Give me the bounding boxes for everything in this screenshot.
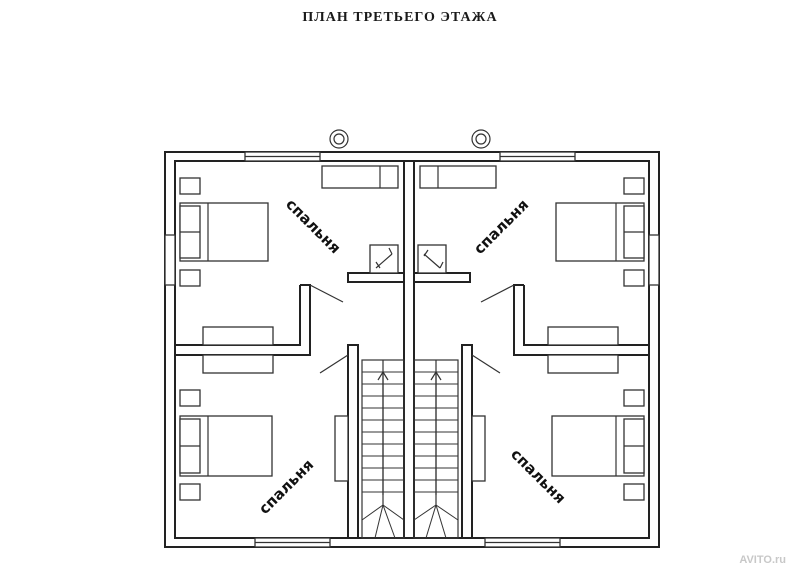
room-label-top-right: спальня: [470, 196, 532, 258]
furniture-bedroom-top-left: [179, 165, 399, 346]
door-swings: [309, 284, 515, 374]
stairs-left: [361, 359, 405, 539]
windows: [164, 151, 660, 548]
interior-walls: [175, 272, 649, 539]
furniture-bedroom-bottom-right: [471, 354, 645, 501]
watermark: AVITO.ru: [739, 554, 786, 566]
party-wall: [403, 160, 415, 539]
plan-title: ПЛАН ТРЕТЬЕГО ЭТАЖА: [302, 10, 498, 25]
stairs-right: [413, 359, 459, 539]
furniture-bedroom-top-right: [417, 165, 645, 346]
vent-circle-right: [471, 129, 491, 149]
vent-circle-left: [329, 129, 349, 149]
room-label-top-left: спальня: [282, 195, 344, 257]
furniture-bedroom-bottom-left: [179, 354, 349, 501]
